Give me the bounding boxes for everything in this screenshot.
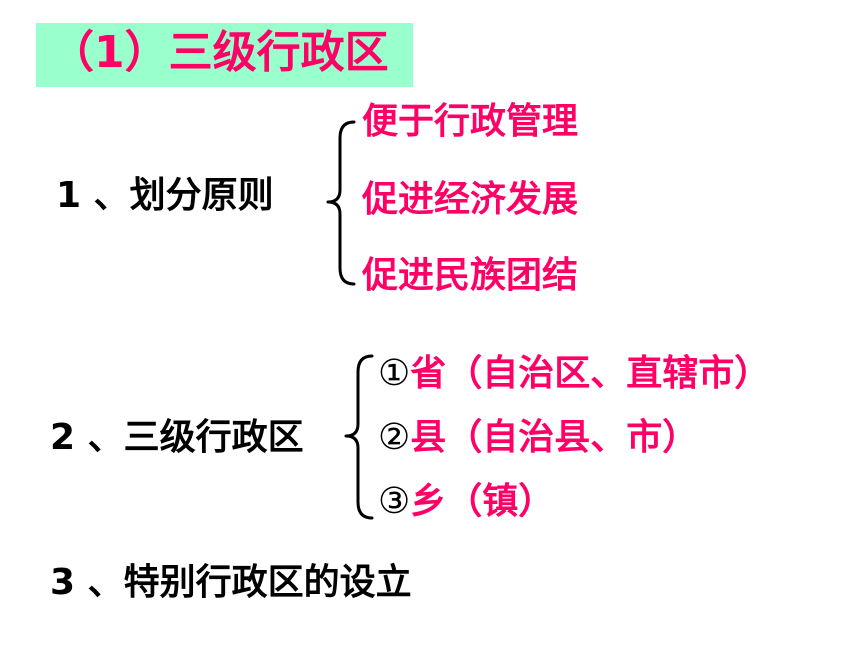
level-item-1-text: 省（自治区、直辖市） (410, 353, 771, 394)
principle-item-2: 促进经济发展 (362, 179, 579, 220)
page-title: （1）三级行政区 (50, 27, 389, 78)
level-item-2: ②县（自治县、市） (378, 420, 698, 456)
principle-item-1: 便于行政管理 (362, 101, 579, 142)
level-item-1: ①省（自治区、直辖市） (378, 356, 770, 392)
level-item-2-text: 县（自治县、市） (410, 417, 699, 458)
level-item-3: ③乡（镇） (378, 484, 554, 520)
section2-brace (344, 354, 374, 520)
marker-1: ① (378, 353, 411, 394)
section1-label: 1 、划分原则 (56, 175, 274, 216)
section2-label: 2 、三级行政区 (50, 417, 304, 458)
marker-3: ③ (378, 481, 411, 522)
section1-brace (326, 120, 356, 286)
title-banner (36, 23, 413, 87)
section3-label: 3 、特别行政区的设立 (50, 562, 412, 603)
level-item-3-text: 乡（镇） (410, 481, 555, 522)
marker-2: ② (378, 417, 411, 458)
principle-item-3: 促进民族团结 (362, 255, 579, 296)
